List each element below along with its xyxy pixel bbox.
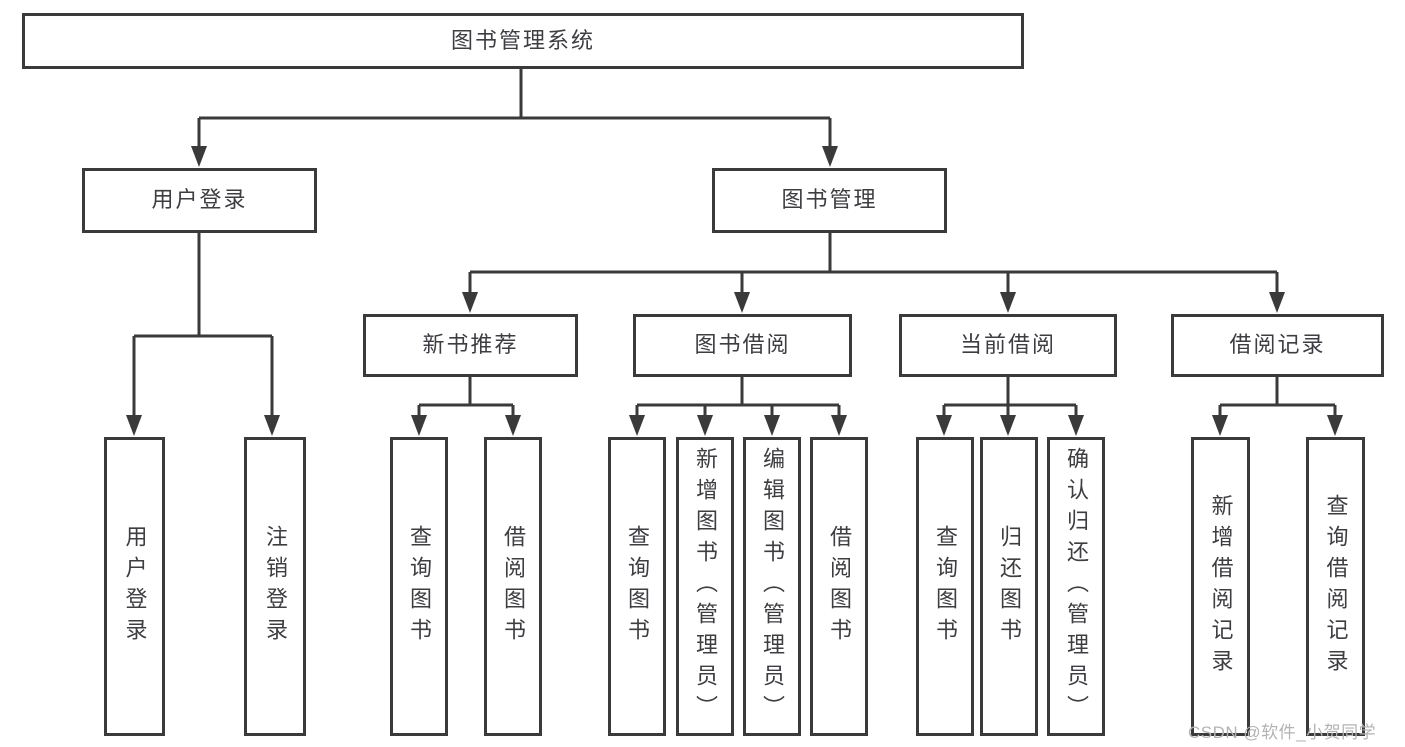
node-book-borrow: 图书借阅: [633, 314, 852, 377]
leaf-logout: 注销登录: [244, 437, 306, 736]
leaf-confirm-return-admin: 确认归还（管理员）: [1047, 437, 1105, 736]
leaf-user-login: 用户登录: [104, 437, 165, 736]
node-current-borrow: 当前借阅: [899, 314, 1117, 377]
leaf-query-books-current: 查询图书: [916, 437, 974, 736]
node-user-login: 用户登录: [82, 168, 317, 233]
node-library-system: 图书管理系统: [22, 13, 1024, 69]
leaf-add-borrow-record: 新增借阅记录: [1191, 437, 1250, 736]
leaf-borrow-books-recommend: 借阅图书: [484, 437, 542, 736]
node-new-book-recommend: 新书推荐: [363, 314, 578, 377]
leaf-return-books: 归还图书: [980, 437, 1038, 736]
leaf-query-books-borrow: 查询图书: [608, 437, 666, 736]
leaf-edit-books-admin: 编辑图书（管理员）: [743, 437, 801, 736]
leaf-query-books-recommend: 查询图书: [390, 437, 448, 736]
leaf-query-borrow-record: 查询借阅记录: [1306, 437, 1365, 736]
node-borrow-records: 借阅记录: [1171, 314, 1384, 377]
watermark: CSDN @软件_小贺同学: [1188, 723, 1377, 742]
leaf-borrow-books: 借阅图书: [810, 437, 868, 736]
node-book-management: 图书管理: [712, 168, 947, 233]
leaf-add-books-admin: 新增图书（管理员）: [676, 437, 734, 736]
